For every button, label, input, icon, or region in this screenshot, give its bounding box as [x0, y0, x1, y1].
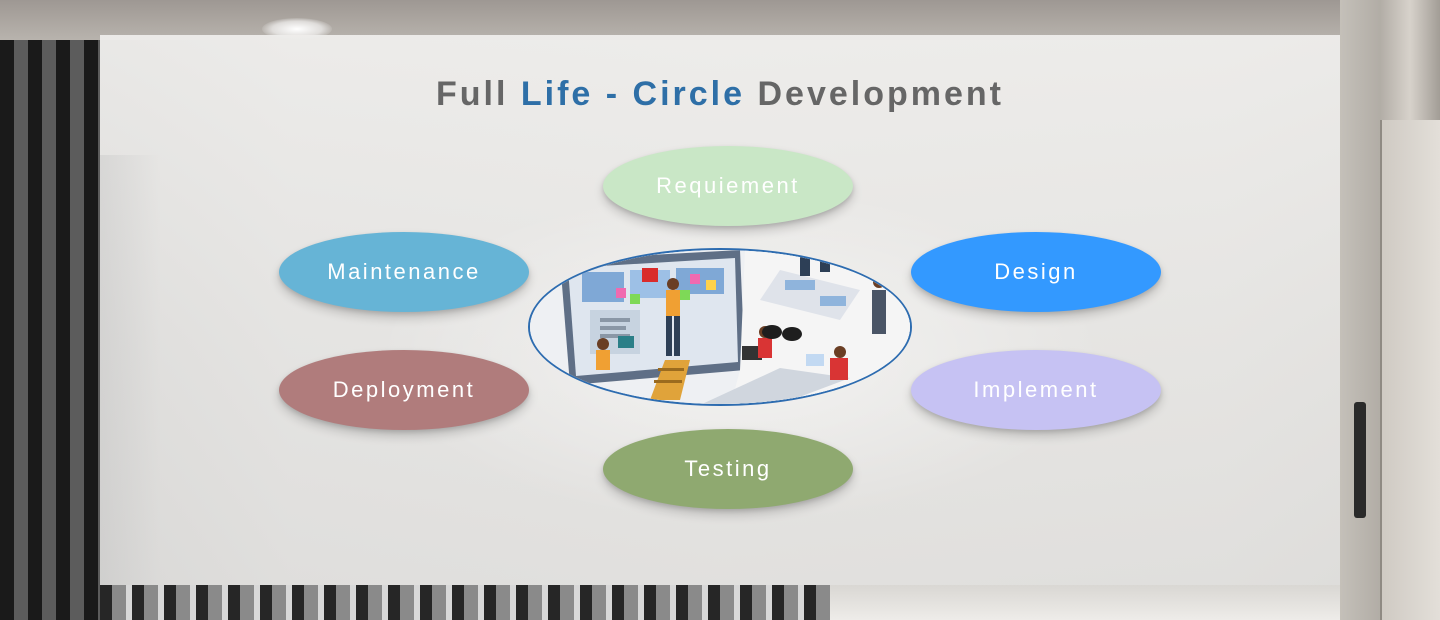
wall-slats	[0, 40, 100, 620]
illustration-svg	[530, 250, 910, 404]
floor-right	[830, 585, 1440, 620]
title-part-lifecircle: Life - Circle	[520, 75, 746, 113]
stage-maintenance[interactable]: Maintenance	[279, 232, 529, 312]
title-part-full: Full	[435, 75, 509, 113]
title-part-development: Development	[757, 75, 1004, 113]
stage-implement[interactable]: Implement	[911, 350, 1161, 430]
stage-implement-label: Implement	[973, 377, 1099, 402]
ceiling	[0, 0, 1440, 40]
stage-requirement-label: Requiement	[656, 173, 800, 198]
stage-testing[interactable]: Testing	[603, 429, 853, 509]
slide-card: Full Life - Circle Development Requiemen…	[100, 35, 1340, 585]
team-workspace-illustration-icon	[528, 248, 912, 406]
slide-title: Full Life - Circle Development	[100, 75, 1340, 114]
stage-design[interactable]: Design	[911, 232, 1161, 312]
ceiling-light	[262, 18, 332, 40]
glass-door	[1380, 120, 1440, 620]
stage-deployment-label: Deployment	[332, 377, 476, 402]
stage-testing-label: Testing	[684, 456, 772, 481]
stage-deployment[interactable]: Deployment	[279, 350, 529, 430]
stage-requirement[interactable]: Requiement	[603, 146, 853, 226]
stage-design-label: Design	[994, 259, 1078, 284]
door-handle	[1354, 402, 1366, 518]
stage-maintenance-label: Maintenance	[327, 259, 481, 284]
